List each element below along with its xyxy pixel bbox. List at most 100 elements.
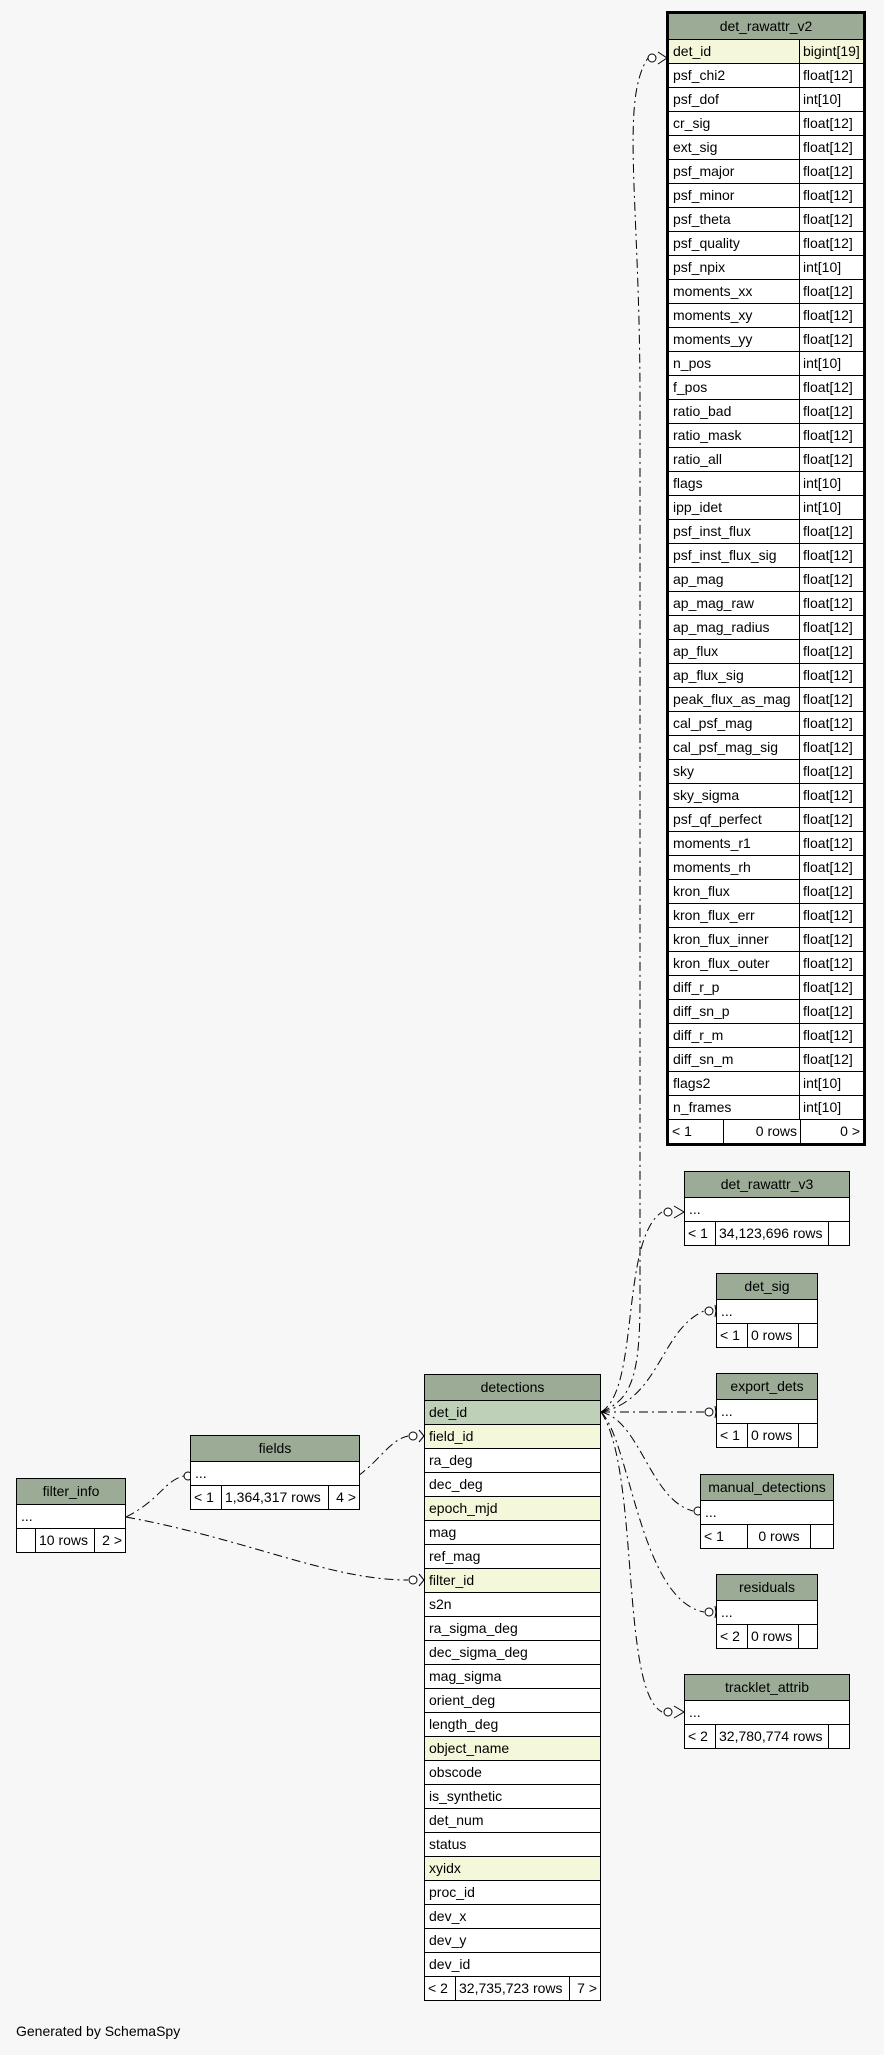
- column-row[interactable]: field_id: [425, 1425, 600, 1449]
- children-count[interactable]: [798, 1324, 817, 1347]
- table-det-rawattr-v3[interactable]: det_rawattr_v3 ... < 1 34,123,696 rows: [684, 1171, 850, 1246]
- column-row[interactable]: dev_y: [425, 1929, 600, 1953]
- parents-count[interactable]: [17, 1529, 36, 1552]
- column-row[interactable]: det_num: [425, 1809, 600, 1833]
- column-row[interactable]: length_deg: [425, 1713, 600, 1737]
- column-row[interactable]: obscode: [425, 1761, 600, 1785]
- column-row[interactable]: orient_deg: [425, 1689, 600, 1713]
- column-row[interactable]: object_name: [425, 1737, 600, 1761]
- column-row[interactable]: is_synthetic: [425, 1785, 600, 1809]
- column-row[interactable]: epoch_mjd: [425, 1497, 600, 1521]
- parents-count[interactable]: < 1: [717, 1424, 748, 1447]
- table-residuals[interactable]: residuals ... < 2 0 rows: [716, 1574, 818, 1649]
- parents-count[interactable]: < 1: [701, 1525, 748, 1548]
- column-row[interactable]: proc_id: [425, 1881, 600, 1905]
- children-count[interactable]: [828, 1222, 849, 1245]
- column-row[interactable]: s2n: [425, 1593, 600, 1617]
- table-manual-detections[interactable]: manual_detections ... < 1 0 rows: [700, 1474, 834, 1549]
- children-count[interactable]: [798, 1625, 817, 1648]
- parents-count[interactable]: < 2: [717, 1625, 748, 1648]
- children-count[interactable]: [810, 1525, 833, 1548]
- children-count[interactable]: [828, 1725, 849, 1748]
- parents-count[interactable]: < 1: [669, 1120, 724, 1143]
- table-filter-info[interactable]: filter_info ... 10 rows 2 >: [16, 1478, 126, 1553]
- column-row[interactable]: det_id: [425, 1401, 600, 1425]
- table-export-dets[interactable]: export_dets ... < 1 0 rows: [716, 1373, 818, 1448]
- children-count[interactable]: 0 >: [800, 1120, 863, 1143]
- parents-count[interactable]: < 2: [685, 1725, 716, 1748]
- column-row[interactable]: dec_sigma_deg: [425, 1641, 600, 1665]
- table-det-sig[interactable]: det_sig ... < 1 0 rows: [716, 1273, 818, 1348]
- column-row[interactable]: dec_deg: [425, 1473, 600, 1497]
- children-count[interactable]: 7 >: [569, 1977, 600, 2000]
- parents-count[interactable]: < 1: [191, 1486, 222, 1509]
- column-row[interactable]: mag_sigma: [425, 1665, 600, 1689]
- table-tracklet-attrib[interactable]: tracklet_attrib ... < 2 32,780,774 rows: [684, 1674, 850, 1749]
- column-row[interactable]: ra_sigma_deg: [425, 1617, 600, 1641]
- parents-count[interactable]: < 1: [717, 1324, 748, 1347]
- column-row[interactable]: mag: [425, 1521, 600, 1545]
- column-row[interactable]: status: [425, 1833, 600, 1857]
- column-row[interactable]: filter_id: [425, 1569, 600, 1593]
- row-count: 0 rows: [751, 1427, 793, 1443]
- children-count[interactable]: [798, 1424, 817, 1447]
- column-row[interactable]: ref_mag: [425, 1545, 600, 1569]
- children-count[interactable]: 4 >: [328, 1486, 359, 1509]
- children-count[interactable]: 2 >: [94, 1529, 125, 1552]
- parents-count[interactable]: < 2: [425, 1977, 456, 2000]
- column-row[interactable]: ra_deg: [425, 1449, 600, 1473]
- column-row[interactable]: dev_x: [425, 1905, 600, 1929]
- column-row[interactable]: xyidx: [425, 1857, 600, 1881]
- table-fields[interactable]: fields ... < 1 1,364,317 rows 4 >: [190, 1435, 360, 1510]
- parents-count[interactable]: < 1: [685, 1222, 716, 1245]
- column-row[interactable]: dev_id: [425, 1953, 600, 1976]
